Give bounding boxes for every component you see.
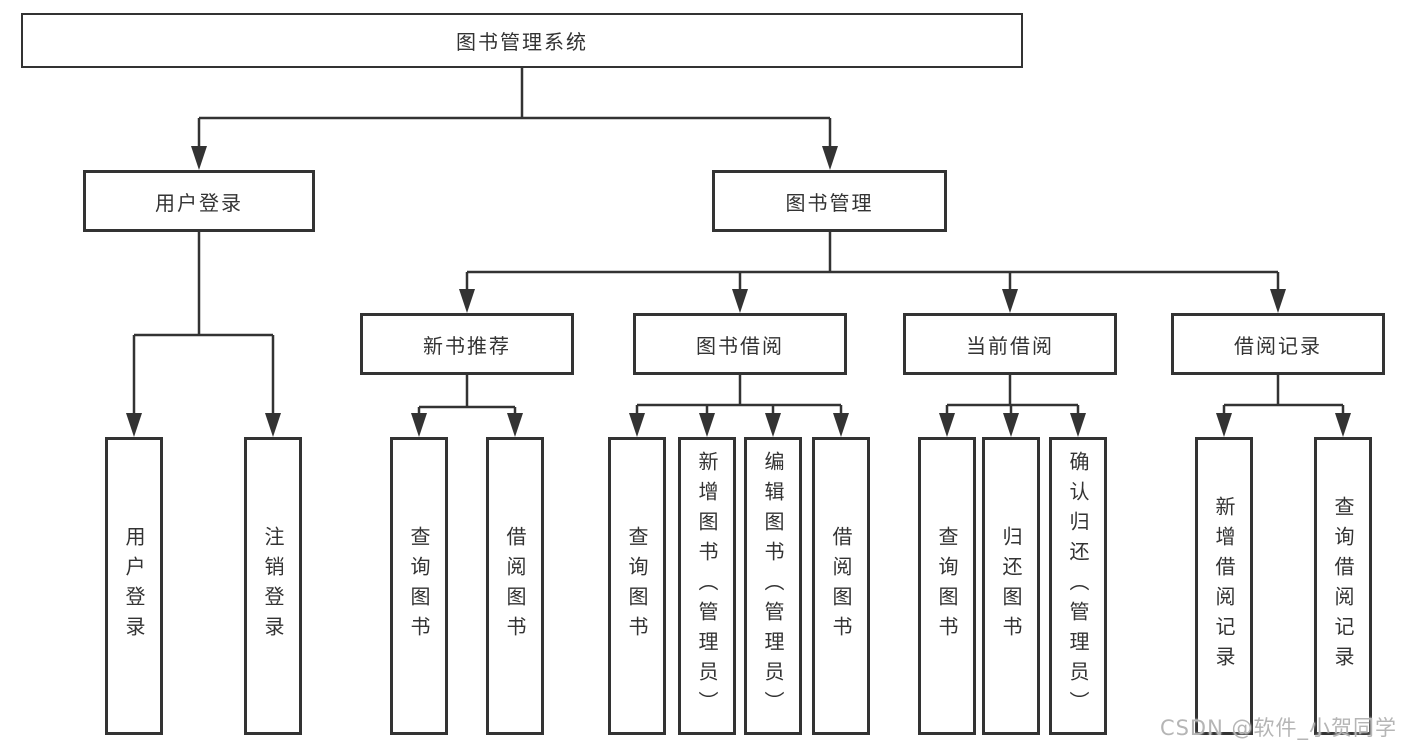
leaf-borrow-book: 借阅图书	[812, 437, 870, 735]
node-label: 当前借阅	[966, 333, 1054, 358]
node-label: 用户登录	[155, 190, 243, 215]
leaf-confirm-return-admin: 确认归还（管理员）	[1049, 437, 1107, 735]
node-label: 注销登录	[261, 526, 285, 646]
node-label: 新增图书（管理员）	[695, 451, 719, 721]
leaf-query-book-recommend: 查询图书	[390, 437, 448, 735]
leaf-query-borrow-record: 查询借阅记录	[1314, 437, 1372, 735]
node-book-borrow: 图书借阅	[633, 313, 847, 375]
leaf-logout: 注销登录	[244, 437, 302, 735]
leaf-query-book-borrow: 查询图书	[608, 437, 666, 735]
node-label: 借阅图书	[829, 526, 853, 646]
node-label: 查询借阅记录	[1331, 496, 1355, 676]
leaf-query-book-current: 查询图书	[918, 437, 976, 735]
leaf-add-borrow-record: 新增借阅记录	[1195, 437, 1253, 735]
node-label: 图书借阅	[696, 333, 784, 358]
node-label: 借阅图书	[503, 526, 527, 646]
leaf-user-login: 用户登录	[105, 437, 163, 735]
node-label: 查询图书	[625, 526, 649, 646]
node-label: 新书推荐	[423, 333, 511, 358]
node-label: 确认归还（管理员）	[1066, 451, 1090, 721]
node-label: 用户登录	[122, 526, 146, 646]
leaf-edit-book-admin: 编辑图书（管理员）	[744, 437, 802, 735]
node-label: 查询图书	[935, 526, 959, 646]
node-root-system: 图书管理系统	[21, 13, 1023, 68]
node-label: 查询图书	[407, 526, 431, 646]
node-book-management: 图书管理	[712, 170, 947, 232]
node-label: 编辑图书（管理员）	[761, 451, 785, 721]
node-borrow-records: 借阅记录	[1171, 313, 1385, 375]
node-label: 图书管理	[785, 190, 874, 215]
node-user-login: 用户登录	[83, 170, 315, 232]
leaf-return-book: 归还图书	[982, 437, 1040, 735]
node-label: 图书管理系统	[456, 30, 588, 54]
leaf-add-book-admin: 新增图书（管理员）	[678, 437, 736, 735]
leaf-borrow-book-recommend: 借阅图书	[486, 437, 544, 735]
node-label: 新增借阅记录	[1212, 496, 1236, 676]
csdn-watermark: CSDN @软件_小贺同学	[1159, 716, 1397, 740]
node-label: 归还图书	[999, 526, 1023, 646]
node-new-book-recommend: 新书推荐	[360, 313, 574, 375]
node-label: 借阅记录	[1234, 333, 1322, 358]
node-current-borrow: 当前借阅	[903, 313, 1117, 375]
